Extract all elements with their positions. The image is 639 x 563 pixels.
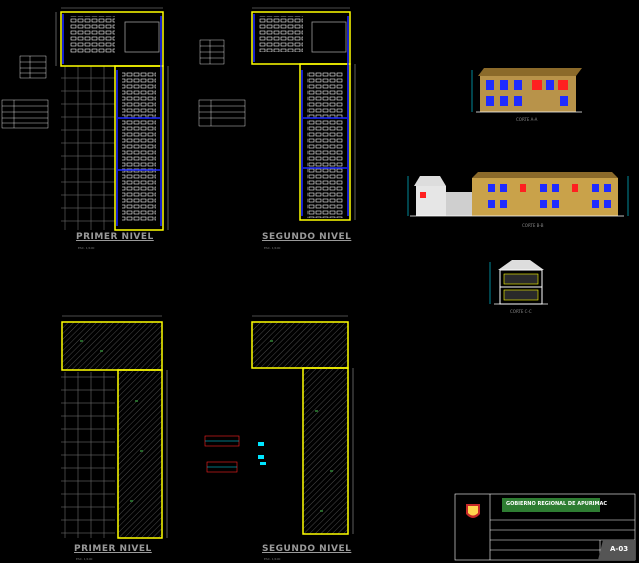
plan-scale-3: ESC. 1/100 xyxy=(76,557,93,561)
elevation-b xyxy=(407,172,629,217)
elevation-a xyxy=(471,68,582,113)
plan-title-primer-nivel-bottom: PRIMER NIVEL xyxy=(74,544,152,554)
plan-scale-1: ESC. 1/100 xyxy=(78,246,95,250)
plan-title-segundo-nivel-top: SEGUNDO NIVEL xyxy=(262,232,352,242)
legend-table-4 xyxy=(198,99,246,127)
plan-segundo-nivel-top xyxy=(251,7,356,221)
plan-title-segundo-nivel-bottom: SEGUNDO NIVEL xyxy=(262,544,352,554)
elevation-c xyxy=(489,260,548,305)
plan-scale-4: ESC. 1/100 xyxy=(264,557,281,561)
plan-title-primer-nivel-top: PRIMER NIVEL xyxy=(76,232,154,242)
title-block-org: GOBIERNO REGIONAL DE APURIMAC xyxy=(506,501,608,507)
legend-table-2 xyxy=(1,99,49,129)
elevation-a-caption: CORTE A-A xyxy=(516,117,538,122)
title-block-header-fill xyxy=(502,498,635,560)
elevation-b-caption: CORTE B-B xyxy=(522,223,544,228)
sheet-number: A-03 xyxy=(610,545,629,553)
plan-primer-nivel-top xyxy=(55,7,169,231)
shield-icon xyxy=(466,504,480,518)
legend-table-3 xyxy=(199,39,225,65)
plan-scale-2: ESC. 1/100 xyxy=(264,246,281,250)
detail-sketches xyxy=(204,435,240,473)
elevation-c-caption: CORTE C-C xyxy=(510,309,532,314)
plan-primer-nivel-bottom xyxy=(61,315,168,539)
plan-segundo-nivel-bottom xyxy=(251,315,354,535)
legend-table-1 xyxy=(19,55,47,79)
